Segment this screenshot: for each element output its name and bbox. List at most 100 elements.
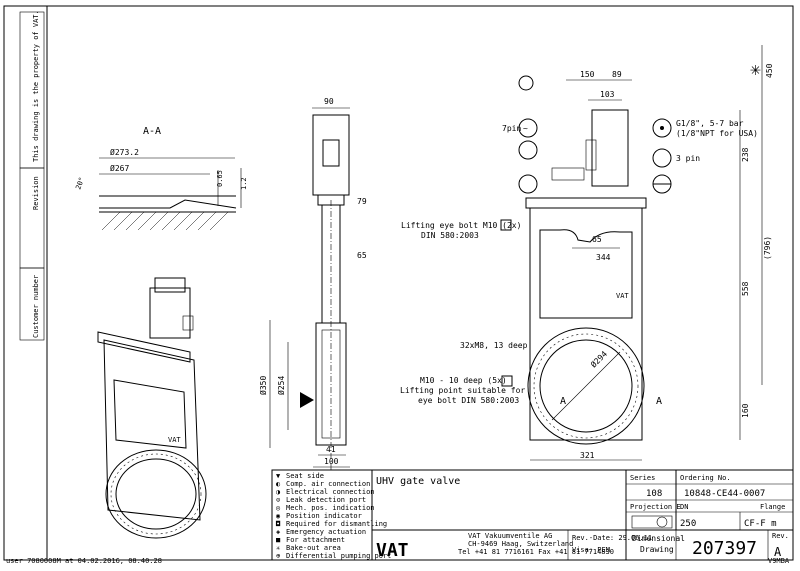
- corner-code: V9MBA: [768, 557, 790, 565]
- legend-item: Bake-out area: [286, 544, 341, 552]
- position-indicator-symbol: [518, 75, 534, 91]
- thread-note: 32xM8, 13 deep: [460, 341, 528, 350]
- legend-item: Mech. pos. indication: [286, 504, 375, 512]
- dim-065: 0.65: [216, 170, 224, 187]
- seat-side-marker: [300, 392, 314, 408]
- side-actuator: [312, 114, 350, 196]
- side-view: 90 79 65 Ø350 Ø254 41 100: [258, 97, 367, 470]
- dim-41: 41: [326, 445, 336, 454]
- dim-79: 79: [357, 197, 367, 206]
- lift-point-line3: eye bolt DIN 580:2003: [418, 396, 519, 405]
- isometric-view: VAT: [97, 277, 207, 539]
- lift-point-line2: Lifting point suitable for: [400, 386, 525, 395]
- company-name: VAT Vakuumventile AG: [468, 532, 552, 540]
- dim-238: 238: [741, 147, 750, 162]
- legend-item: Differential pumping port: [286, 552, 391, 560]
- dim-450: 450: [765, 63, 774, 78]
- air-connection-symbol: [652, 118, 672, 138]
- doc-type-line1: Dimensional: [632, 534, 685, 543]
- legend-item: Emergency actuation: [286, 528, 366, 536]
- electrical-connection-icon: ◑: [276, 488, 281, 496]
- legend-item: Seat side: [286, 472, 324, 480]
- leak-port-icon: ⊙: [276, 496, 280, 504]
- svg-text:~: ~: [523, 124, 528, 133]
- legend-item: Position indicator: [286, 512, 362, 520]
- lifting-eye-line1: Lifting eye bolt M10 (2x): [401, 221, 521, 230]
- dismantling-symbol: [518, 174, 538, 194]
- drawing-number: 207397: [692, 538, 757, 559]
- rev-value: A: [774, 545, 782, 559]
- company-phone: Tel +41 81 7716161 Fax +41 81 7714830: [458, 548, 614, 556]
- position-indicator-icon: ◉: [276, 512, 280, 520]
- bakeout-icon: ✳: [276, 544, 281, 552]
- iso-window: [113, 379, 187, 449]
- air-supply-line1: G1/8", 5-7 bar: [676, 119, 744, 128]
- dim-65: 65: [357, 251, 367, 260]
- revision-label: Revision: [32, 176, 40, 210]
- pin7-label: 7pin: [502, 124, 521, 133]
- dim-103: 103: [600, 90, 615, 99]
- dim-796: (796): [763, 236, 772, 260]
- dim-150: 150: [580, 70, 595, 79]
- section-mark-right: A: [656, 396, 662, 407]
- seat-side-icon: ▼: [276, 472, 281, 480]
- customer-number-box: [19, 267, 45, 341]
- lift-point-line1: M10 - 10 deep (5x): [420, 376, 507, 385]
- front-bonnet-flange: [525, 197, 647, 209]
- visa: Visa: PEM: [572, 546, 610, 554]
- iso-bonnet: [97, 331, 191, 363]
- mech-indication-icon: ◎: [276, 504, 281, 512]
- lifting-eye-line2: DIN 580:2003: [421, 231, 479, 240]
- emergency-icon: ◈: [276, 528, 281, 536]
- flange-label: Flange: [760, 503, 785, 511]
- pin3-connector-icon: [652, 148, 672, 168]
- series-label: Series: [630, 474, 655, 482]
- air-connection-icon: ◐: [276, 480, 280, 488]
- pumping-port-icon: ⊕: [276, 552, 281, 560]
- dim-dia-350: Ø350: [258, 376, 268, 395]
- flange-value: CF-F m: [744, 519, 777, 529]
- dim-558: 558: [741, 281, 750, 296]
- projection-label: Projection E: [630, 503, 681, 511]
- pin3-label: 3 pin: [676, 154, 700, 163]
- air-supply-line2: (1/8"NPT for USA): [676, 129, 758, 138]
- front-actuator: [591, 109, 629, 187]
- legend-item: Comp. air connection: [286, 480, 370, 488]
- projection-symbol: [631, 515, 673, 529]
- iso-flange: [105, 449, 207, 539]
- legend-item: Leak detection port: [286, 496, 366, 504]
- dim-dia-273: Ø273.2: [110, 147, 139, 157]
- dim-344: 344: [596, 253, 611, 262]
- dismantling-icon: ◘: [275, 520, 281, 528]
- iso-logo: VAT: [168, 436, 181, 444]
- dim-160: 160: [741, 403, 750, 418]
- dn-label: DN: [680, 503, 688, 511]
- product-name: UHV gate valve: [376, 476, 460, 487]
- customer-number-label: Customer number: [32, 275, 40, 338]
- doc-type-line2: Drawing: [640, 545, 674, 554]
- series-value: 108: [646, 489, 662, 499]
- dim-90: 90: [324, 97, 334, 106]
- bakeout-star-icon: ✳: [750, 59, 761, 80]
- section-mark-left: A: [560, 396, 566, 407]
- legend-item: For attachment: [286, 536, 345, 544]
- iso-body: [103, 339, 201, 521]
- front-view: 150 89 103 450 ✳ ~ 7pin G1/8", 5-7 bar (…: [400, 45, 774, 461]
- dim-12: 1.2: [240, 177, 248, 190]
- dim-321: 321: [580, 451, 595, 460]
- legend-item: Required for dismantling: [286, 520, 387, 528]
- dim-dia-267: Ø267: [110, 163, 129, 173]
- dim-65-front: 65: [592, 235, 602, 244]
- company-address: CH-9469 Haag, Switzerland: [468, 540, 573, 548]
- lift-point-symbol: [501, 375, 513, 387]
- dim-89: 89: [612, 70, 622, 79]
- front-body: [529, 207, 643, 441]
- front-flange: [527, 327, 645, 445]
- property-note: This drawing is the property of VAT.: [32, 10, 40, 162]
- lifting-eye-symbol: [500, 219, 512, 231]
- user-stamp: user 7080008M at 04.02.2016, 08:40:28: [6, 557, 162, 565]
- symbol-legend: ▼Seat side◐Comp. air connection◑Electric…: [271, 469, 391, 561]
- section-a-a-detail: A-A Ø273.2 Ø267 20° 0.65 1.2: [74, 126, 248, 231]
